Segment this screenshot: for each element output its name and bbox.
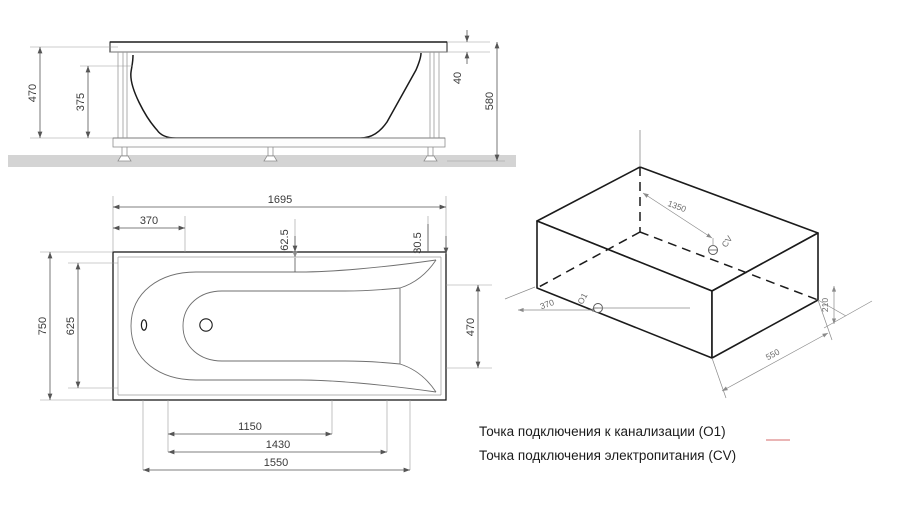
dim-label-625: 625 [65,317,77,335]
dim-label-580: 580 [484,92,496,110]
dim-625: 625 [65,263,81,388]
front-section-view: 470 375 40 580 [27,30,505,162]
dim-label-1695: 1695 [268,194,292,206]
dim-1430: 1430 [168,439,387,455]
dim-750: 750 [37,252,53,400]
dim-470-plan: 470 [465,285,481,368]
dim-label-1550: 1550 [264,457,288,469]
dim-40-section: 40 [447,30,490,84]
top-plan-view: 1695 370 62.5 30.5 750 [37,194,492,473]
isometric-view: 1350 CV 370 O1 210 550 [504,130,873,399]
dim-label-370-iso: 370 [539,297,556,311]
floor-band [8,155,516,167]
dim-370-plan: 370 [113,215,185,231]
dim-label-62-5: 62.5 [279,229,291,250]
dim-62-5: 62.5 [279,219,298,272]
dim-label-30-5: 30.5 [412,232,424,253]
dim-1550: 1550 [143,457,410,473]
dim-375-section: 375 [75,66,91,138]
o1-marker-label: O1 [575,291,589,306]
dim-label-40: 40 [452,72,464,84]
dim-580-section: 580 [447,42,505,162]
dim-1695: 1695 [113,194,446,210]
dim-470-section: 470 [27,47,43,138]
drain-hole-icon [199,318,213,332]
legend-line-1: Точка подключения к канализации (O1) [479,424,726,439]
dim-label-750: 750 [37,317,49,335]
dim-label-1150: 1150 [238,421,262,433]
dim-1150: 1150 [168,421,332,437]
dim-550: 550 [711,299,833,399]
legend: Точка подключения к канализации (O1) Точ… [479,424,790,463]
dim-label-1430: 1430 [266,439,290,451]
tub-leg [117,147,132,162]
dim-label-470-section: 470 [27,84,39,102]
dim-210: 210 [817,286,847,324]
dim-label-470-plan: 470 [465,318,477,336]
o1-connection-marker: 370 O1 [504,286,690,313]
dim-label-210: 210 [820,298,830,312]
tub-leg [263,147,278,162]
dim-label-370-plan: 370 [140,215,158,227]
legend-line-2: Точка подключения электропитания (CV) [479,448,736,463]
dim-label-375: 375 [75,93,87,111]
tub-leg [423,147,438,162]
dim-30-5: 30.5 [412,224,449,254]
